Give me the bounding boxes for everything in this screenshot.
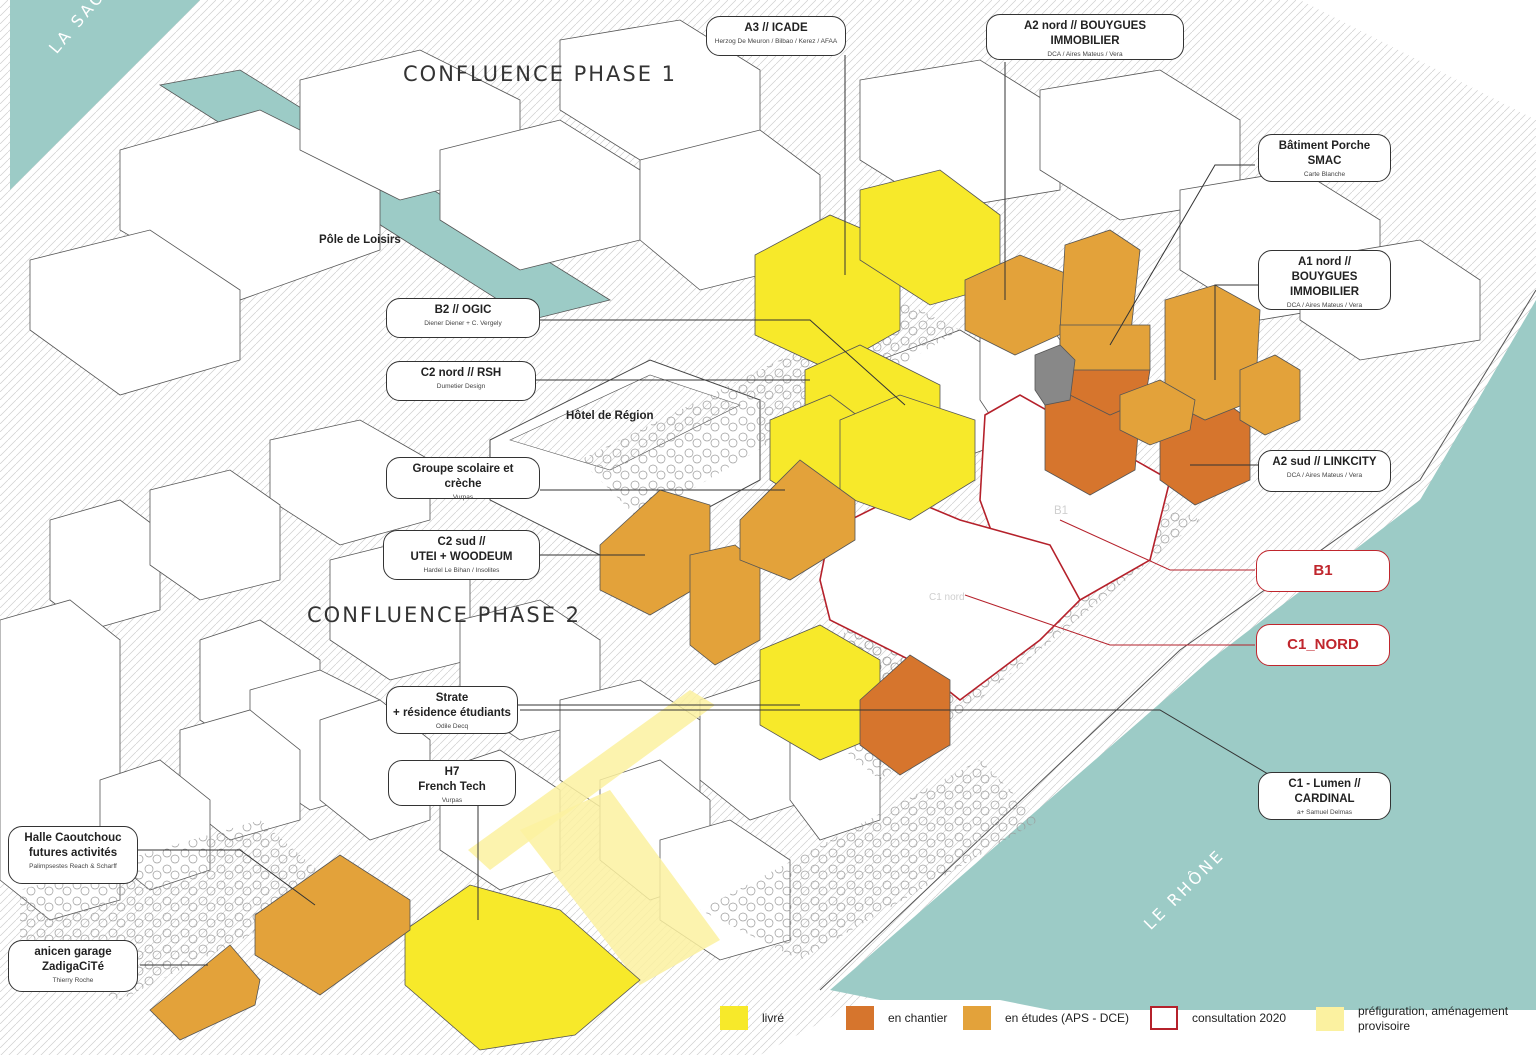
callout-strate-sub: Odile Decq: [435, 723, 469, 730]
legend-livre: livré: [720, 1006, 784, 1030]
callout-c2-sud: C2 sud // UTEI + WOODEUM Hardel Le Bihan…: [383, 530, 540, 580]
porche-smac-building: [1059, 324, 1151, 371]
callout-a2-nord-title: A2 nord // BOUYGUES IMMOBILIER: [1023, 20, 1147, 47]
callout-c2-nord-title: C2 nord // RSH: [420, 367, 502, 379]
callout-garage-zadigacite: anicen garage ZadigaCiTé Thierry Roche: [8, 940, 138, 992]
legend-label-consultation: consultation 2020: [1192, 1010, 1287, 1025]
callout-b1: B1: [1256, 550, 1390, 592]
callout-c2-sud-title: C2 sud // UTEI + WOODEUM: [410, 536, 513, 563]
callout-a2-nord-sub: DCA / Aires Mateus / Vera: [1047, 51, 1123, 58]
prefiguration-zone-1: [468, 690, 715, 870]
callout-b2-title: B2 // OGIC: [434, 304, 492, 316]
legend-swatch-chantier: [846, 1006, 874, 1030]
legend-swatch-prefiguration: [1316, 1007, 1344, 1031]
legend-label-chantier: en chantier: [888, 1010, 948, 1025]
callout-h7-sub: Vurpas: [441, 797, 463, 804]
callout-h7-title: H7 French Tech: [418, 766, 486, 793]
callout-a3-title: A3 // ICADE: [744, 22, 808, 34]
callout-b2: B2 // OGIC Diener Diener + C. Vergely: [386, 298, 540, 338]
callout-c1-lumen-title: C1 - Lumen // CARDINAL: [1288, 778, 1361, 805]
leader-lines: [125, 55, 1296, 966]
rhone-river: [830, 300, 1536, 1010]
callout-c1-lumen: C1 - Lumen // CARDINAL a+ Samuel Delmas: [1258, 772, 1391, 820]
prefiguration-zone-2: [520, 790, 720, 985]
callout-a1-nord-title: A1 nord // BOUYGUES IMMOBILIER: [1290, 256, 1359, 298]
callout-c1-nord: C1_NORD: [1256, 624, 1390, 666]
place-b1-ghost: B1: [1054, 505, 1069, 517]
callout-h7: H7 French Tech Vurpas: [388, 760, 516, 806]
callout-halle-title: Halle Caoutchouc futures activités: [24, 832, 122, 859]
callout-c2-nord: C2 nord // RSH Dumetier Design: [386, 361, 536, 401]
callout-c2-nord-sub: Dumetier Design: [436, 383, 486, 390]
callout-a3: A3 // ICADE Herzog De Meuron / Bilbao / …: [706, 16, 846, 56]
callout-strate-title: Strate + résidence étudiants: [393, 692, 511, 719]
callout-porche-sub: Carte Blanche: [1303, 171, 1346, 178]
callout-a2-nord: A2 nord // BOUYGUES IMMOBILIER DCA / Air…: [986, 14, 1184, 60]
dark-grey-building: [1034, 344, 1076, 406]
legend-swatch-livre: [720, 1006, 748, 1030]
phase2-title: CONFLUENCE PHASE 2: [307, 603, 582, 627]
callout-garage-title: anicen garage ZadigaCiTé: [34, 946, 112, 973]
legend-en-etudes: en études (APS - DCE): [963, 1006, 1129, 1030]
callout-a2-sud-title: A2 sud // LINKCITY: [1272, 456, 1377, 468]
consultation-c1-nord: [819, 494, 1081, 702]
callout-porche: Bâtiment Porche SMAC Carte Blanche: [1258, 134, 1391, 182]
callout-c1-lumen-sub: a+ Samuel Delmas: [1296, 809, 1353, 816]
callout-halle-caoutchouc: Halle Caoutchouc futures activités Palim…: [8, 826, 138, 884]
callout-garage-sub: Thierry Roche: [52, 977, 94, 984]
phase1-title: CONFLUENCE PHASE 1: [403, 62, 678, 86]
callout-b2-sub: Diener Diener + C. Vergely: [424, 320, 502, 327]
callout-a1-nord-sub: DCA / Aires Mateus / Vera: [1286, 302, 1363, 309]
callout-groupe-scolaire-title: Groupe scolaire et crèche: [412, 463, 514, 490]
callout-a2-sud-sub: DCA / Aires Mateus / Vera: [1286, 472, 1363, 479]
callout-a1-nord: A1 nord // BOUYGUES IMMOBILIER DCA / Air…: [1258, 250, 1391, 310]
place-hotel-region: Hôtel de Région: [566, 410, 654, 422]
callout-a3-sub: Herzog De Meuron / Bilbao / Kerez / AFAA: [714, 38, 838, 45]
legend-consultation: consultation 2020: [1150, 1006, 1286, 1030]
place-c1-ghost: C1 nord: [929, 592, 965, 603]
callout-groupe-scolaire-sub: Vurpas: [452, 494, 474, 501]
legend-en-chantier: en chantier: [846, 1006, 947, 1030]
place-pole-loisirs: Pôle de Loisirs: [319, 234, 401, 246]
legend-swatch-consultation: [1150, 1006, 1178, 1030]
legend-label-etudes: en études (APS - DCE): [1005, 1010, 1130, 1025]
callout-a2-sud: A2 sud // LINKCITY DCA / Aires Mateus / …: [1258, 450, 1391, 492]
legend-label-prefiguration: préfiguration, aménagement provisoire: [1358, 1004, 1509, 1033]
callout-strate: Strate + résidence étudiants Odile Decq: [386, 686, 518, 734]
saone-river: [10, 0, 200, 190]
callout-porche-title: Bâtiment Porche SMAC: [1278, 140, 1371, 167]
legend-prefiguration: préfiguration, aménagement provisoire: [1316, 1004, 1528, 1034]
callout-c2-sud-sub: Hardel Le Bihan / Insolites: [423, 567, 500, 574]
callout-groupe-scolaire: Groupe scolaire et crèche Vurpas: [386, 457, 540, 501]
callout-halle-sub: Palimpsestes Reach & Scharff: [29, 863, 117, 870]
red-leader-lines: [964, 519, 1255, 646]
legend-label-livre: livré: [762, 1010, 785, 1025]
legend-swatch-etudes: [963, 1006, 991, 1030]
